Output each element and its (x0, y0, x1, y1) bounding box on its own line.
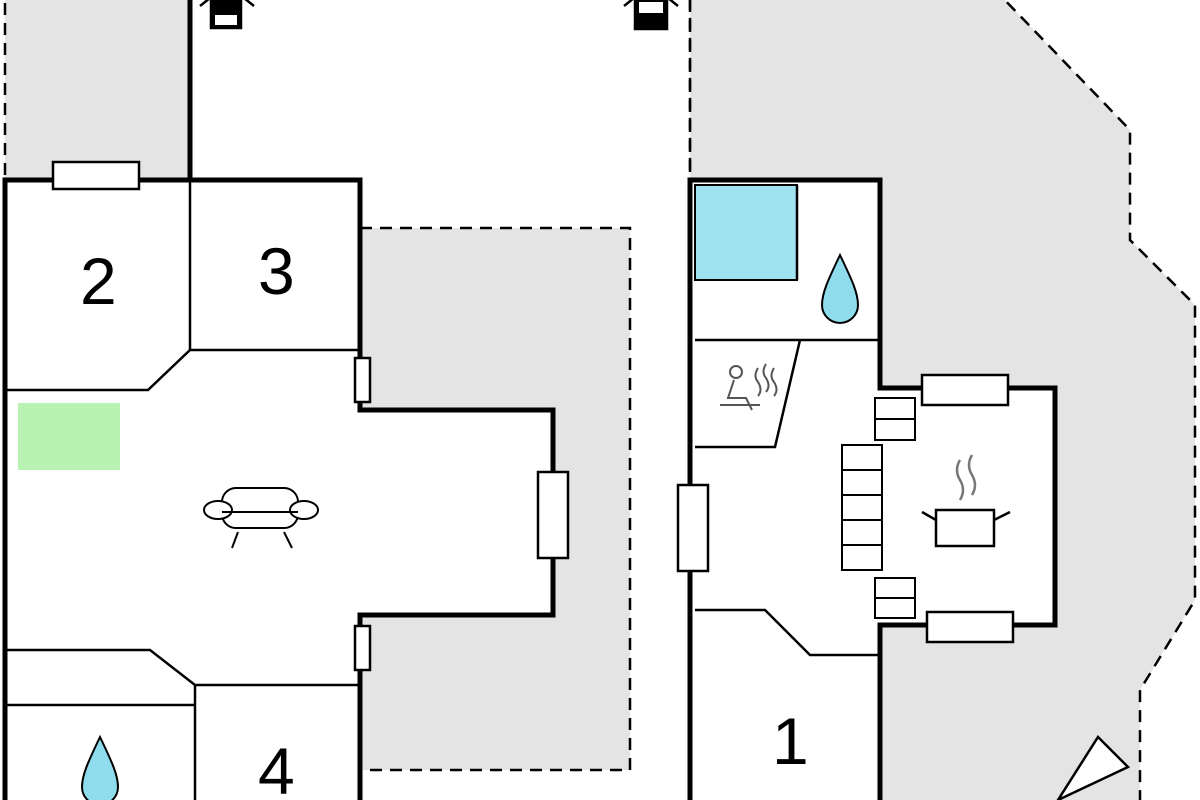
window (925, 610, 1015, 644)
sauna-icon (720, 363, 778, 411)
water-drop-icon (80, 734, 120, 800)
lamp-icon (623, 0, 679, 31)
window (920, 373, 1010, 407)
window (353, 356, 372, 404)
kitchen-cabinets (841, 397, 916, 619)
water-drop-icon (820, 252, 860, 324)
lamp-icon (199, 0, 255, 30)
sofa-icon (203, 487, 319, 549)
window (536, 470, 570, 560)
room-number-3: 3 (258, 234, 295, 308)
room-number-2: 2 (80, 244, 117, 318)
cooking-pot-icon (921, 454, 1011, 548)
windows (51, 160, 1015, 672)
pool (694, 184, 798, 281)
window (353, 624, 372, 672)
window (676, 483, 710, 573)
terrace-top-left (3, 0, 192, 182)
window (51, 160, 141, 191)
north-arrow-icon (1056, 735, 1131, 800)
room-number-1: 1 (772, 704, 809, 778)
room-number-4: 4 (258, 734, 295, 800)
interior-walls (5, 180, 880, 800)
green-area (18, 403, 120, 470)
